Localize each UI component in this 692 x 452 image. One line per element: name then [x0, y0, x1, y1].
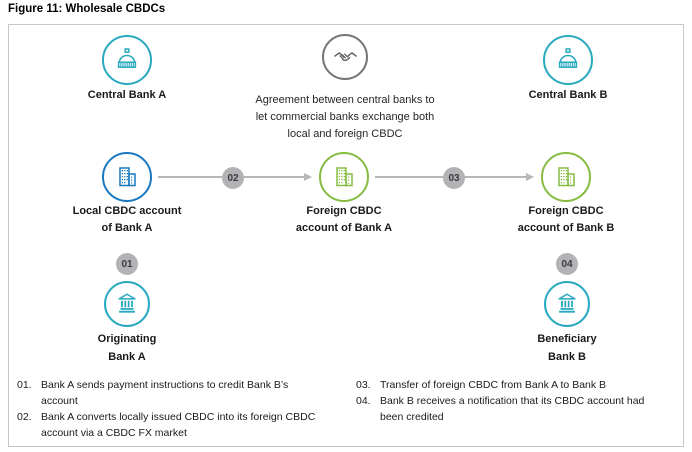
local-cbdc-a-circle [102, 152, 152, 202]
step-2-badge: 02 [222, 167, 244, 189]
capitol-icon [554, 46, 582, 74]
central-bank-b-circle [543, 35, 593, 85]
footnote-text: Bank A converts locally issued CBDC into… [41, 409, 315, 441]
label-line: account of Bank A [295, 222, 393, 234]
footnote-line: Bank B receives a notification that its … [380, 395, 645, 407]
footnotes-right: 03. Transfer of foreign CBDC from Bank A… [356, 377, 680, 425]
agreement-text: Agreement between central banks to let c… [215, 92, 475, 143]
label-line: Foreign CBDC [306, 205, 382, 217]
agreement-line: let commercial banks exchange both [255, 111, 435, 123]
footnote-line: account via a CBDC FX market [41, 427, 187, 439]
footnote-number: 03. [356, 379, 371, 391]
figure-title: Figure 11: Wholesale CBDCs [8, 3, 166, 15]
handshake-icon [332, 44, 359, 71]
step-1-badge: 01 [116, 253, 138, 275]
originating-bank-a-circle [104, 281, 150, 327]
arrow-step2-head [304, 172, 312, 181]
beneficiary-bank-b-label: Beneficiary Bank B [487, 330, 647, 366]
footnote-line: Transfer of foreign CBDC from Bank A to … [380, 379, 607, 391]
office-buildings-icon [113, 163, 141, 191]
footnote-number: 04. [356, 395, 371, 407]
footnote-line: been credited [380, 411, 444, 423]
agreement-line: local and foreign CBDC [287, 128, 403, 140]
bank-columns-icon [114, 291, 140, 317]
footnote-03: 03. Transfer of foreign CBDC from Bank A… [356, 377, 680, 393]
footnote-text: Bank A sends payment instructions to cre… [41, 377, 288, 409]
capitol-icon [113, 46, 141, 74]
beneficiary-bank-b-circle [544, 281, 590, 327]
footnote-line: Bank A sends payment instructions to cre… [41, 379, 289, 391]
foreign-cbdc-b-label: Foreign CBDC account of Bank B [486, 203, 646, 237]
local-cbdc-a-label: Local CBDC account of Bank A [47, 203, 207, 237]
foreign-cbdc-a-circle [319, 152, 369, 202]
step-3-badge: 03 [443, 167, 465, 189]
step-4-badge: 04 [556, 253, 578, 275]
footnote-01: 01. Bank A sends payment instructions to… [17, 377, 349, 409]
label-line: Bank A [108, 351, 146, 363]
label-line: Foreign CBDC [528, 205, 604, 217]
footnote-04: 04. Bank B receives a notification that … [356, 393, 680, 425]
agreement-circle [322, 34, 368, 80]
arrow-step3-head [526, 172, 534, 181]
footnote-line: account [41, 395, 78, 407]
label-line: Bank B [548, 351, 586, 363]
diagram-frame [8, 24, 684, 447]
footnote-text: Bank B receives a notification that its … [380, 393, 644, 425]
label-line: Local CBDC account [72, 205, 182, 217]
central-bank-a-label: Central Bank A [87, 89, 167, 101]
label-line: Beneficiary [537, 333, 597, 345]
footnote-line: Bank A converts locally issued CBDC into… [41, 411, 316, 423]
footnotes-left: 01. Bank A sends payment instructions to… [17, 377, 349, 441]
foreign-cbdc-a-label: Foreign CBDC account of Bank A [264, 203, 424, 237]
label-line: account of Bank B [517, 222, 615, 234]
agreement-line: Agreement between central banks to [255, 94, 435, 106]
foreign-cbdc-b-circle [541, 152, 591, 202]
bank-columns-icon [554, 291, 580, 317]
footnote-02: 02. Bank A converts locally issued CBDC … [17, 409, 349, 441]
footnote-text: Transfer of foreign CBDC from Bank A to … [380, 377, 606, 393]
originating-bank-a-label: Originating Bank A [47, 330, 207, 366]
footnote-number: 02. [17, 411, 32, 423]
office-buildings-icon [330, 163, 358, 191]
footnote-number: 01. [17, 379, 32, 391]
office-buildings-icon [552, 163, 580, 191]
label-line: Originating [97, 333, 157, 345]
label-line: of Bank A [101, 222, 153, 234]
central-bank-a-circle [102, 35, 152, 85]
central-bank-b-label: Central Bank B [528, 89, 608, 101]
